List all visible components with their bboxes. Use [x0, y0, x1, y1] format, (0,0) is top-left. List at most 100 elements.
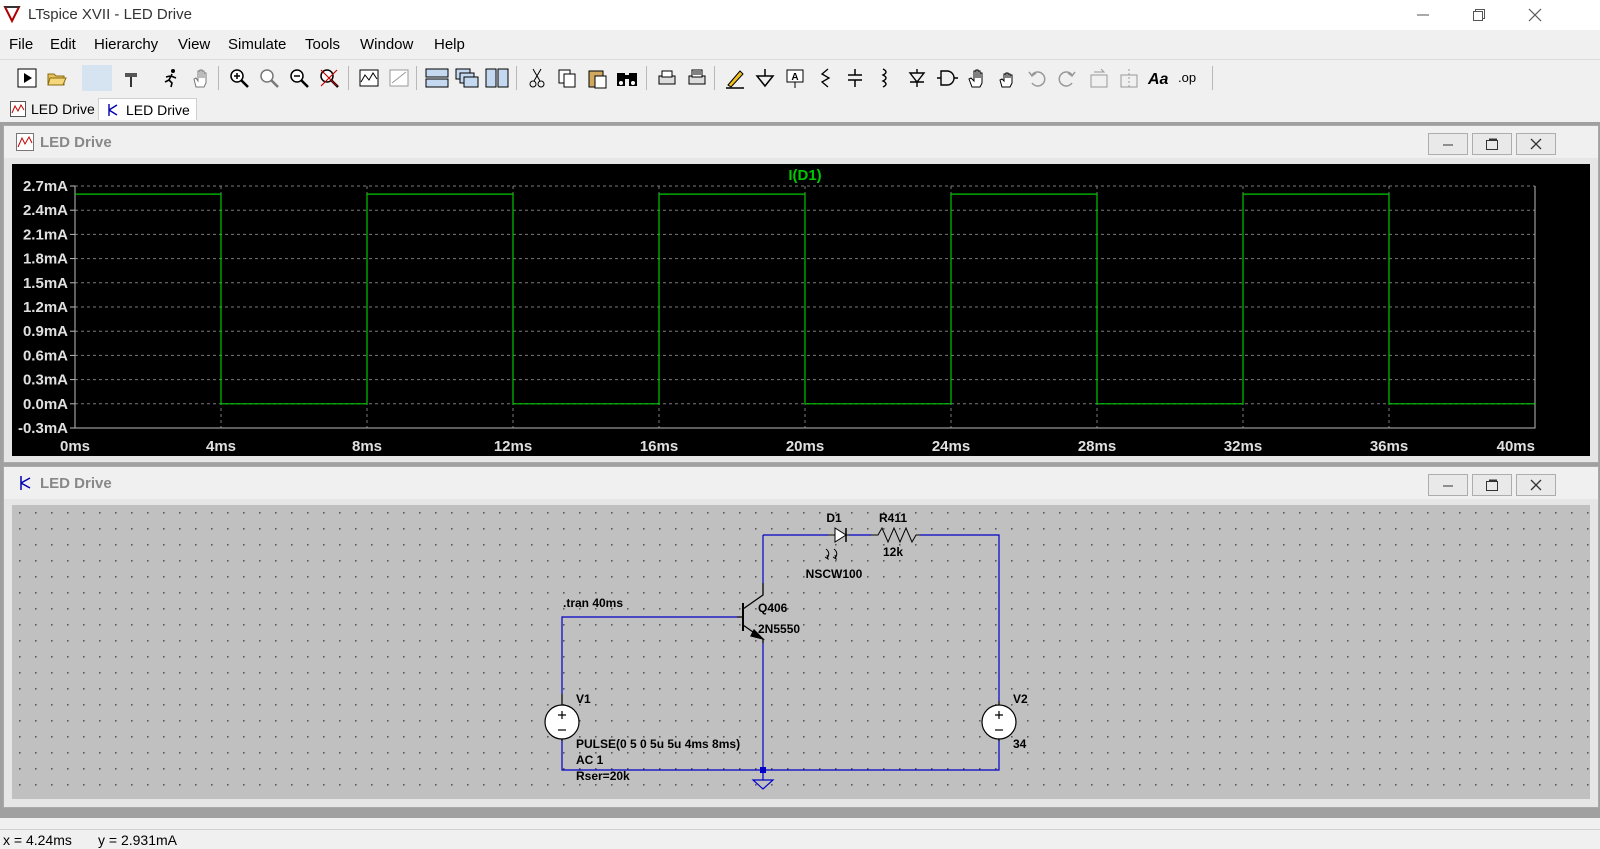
- undo-button[interactable]: [1024, 65, 1050, 91]
- y-tick-label[interactable]: 0.9mA: [23, 323, 68, 340]
- resistor-r411[interactable]: [871, 526, 920, 544]
- halt-button[interactable]: [188, 65, 214, 91]
- x-tick-label[interactable]: 16ms: [640, 438, 678, 455]
- voltage-source-v1[interactable]: [544, 694, 580, 741]
- menu-edit[interactable]: Edit: [50, 36, 76, 53]
- ground-symbol[interactable]: [751, 779, 775, 790]
- y-tick-label[interactable]: 2.7mA: [23, 178, 68, 195]
- find-button[interactable]: [614, 65, 640, 91]
- x-tick-label[interactable]: 12ms: [494, 438, 532, 455]
- y-tick-label[interactable]: 0.6mA: [23, 347, 68, 364]
- draw-wire-button[interactable]: [722, 65, 748, 91]
- svg-text:Aa: Aa: [1147, 71, 1169, 88]
- tile-vertical-button[interactable]: [484, 65, 510, 91]
- voltage-source-v2[interactable]: [981, 701, 1017, 741]
- close-window-button[interactable]: [1512, 0, 1558, 30]
- x-tick-label[interactable]: 8ms: [352, 438, 382, 455]
- zoom-out-button[interactable]: [286, 65, 312, 91]
- waveform-maximize-button[interactable]: [1472, 133, 1512, 155]
- menu-view[interactable]: View: [178, 36, 211, 53]
- waveform-close-button[interactable]: [1516, 133, 1556, 155]
- tran-directive[interactable]: .tran 40ms: [563, 596, 623, 610]
- y-tick-label[interactable]: -0.3mA: [18, 420, 68, 437]
- waveform-plot[interactable]: 2.7mA 2.4mA 2.1mA 1.8mA 1.5mA 1.2mA 0.9mA 0.6mA…: [12, 164, 1590, 456]
- y-tick-label[interactable]: 2.4mA: [23, 202, 68, 219]
- mirror-button[interactable]: [1116, 65, 1142, 91]
- inductor-button[interactable]: [872, 65, 898, 91]
- x-tick-label[interactable]: 20ms: [786, 438, 824, 455]
- menu-window[interactable]: Window: [360, 36, 414, 53]
- schematic-window-titlebar[interactable]: LED Drive: [4, 467, 1598, 499]
- schematic-minimize-button[interactable]: [1428, 474, 1468, 496]
- new-schematic-button[interactable]: [14, 65, 40, 91]
- diode-button[interactable]: [904, 65, 930, 91]
- redo-button[interactable]: [1054, 65, 1080, 91]
- label-net-button[interactable]: A: [782, 65, 808, 91]
- capacitor-button[interactable]: [842, 65, 868, 91]
- resistor-button[interactable]: [812, 65, 838, 91]
- menu-simulate[interactable]: Simulate: [228, 36, 287, 53]
- zoom-in-icon: [230, 69, 249, 88]
- diode-d1[interactable]: [824, 527, 849, 561]
- schematic-maximize-button[interactable]: [1472, 474, 1512, 496]
- y-tick-label[interactable]: 1.2mA: [23, 299, 68, 316]
- blank-toolbar-button[interactable]: [82, 65, 112, 91]
- pan-button[interactable]: [256, 65, 282, 91]
- schematic-canvas[interactable]: D1 NSCW100 R411 12k Q406 2N5550 .tran 40…: [12, 505, 1590, 799]
- x-tick-label[interactable]: 28ms: [1078, 438, 1116, 455]
- autorange-button[interactable]: [356, 65, 382, 91]
- menu-tools[interactable]: Tools: [305, 36, 341, 53]
- delete-plot-button[interactable]: [386, 65, 412, 91]
- waveform-tab-icon: [10, 100, 26, 117]
- print-preview-button[interactable]: [684, 65, 710, 91]
- diode-icon: [908, 69, 926, 87]
- d1-name: D1: [826, 511, 842, 525]
- menu-bar: File Edit Hierarchy View Simulate Tools …: [0, 31, 1600, 57]
- copy-button[interactable]: [554, 65, 580, 91]
- spice-directive-button[interactable]: .op: [1176, 65, 1202, 91]
- menu-help[interactable]: Help: [434, 36, 465, 53]
- y-tick-label[interactable]: 0.3mA: [23, 372, 68, 389]
- status-bar: x = 4.24ms y = 2.931mA: [0, 829, 1600, 849]
- open-button[interactable]: [44, 65, 70, 91]
- x-tick-label[interactable]: 32ms: [1224, 438, 1262, 455]
- waveform-minimize-button[interactable]: [1428, 133, 1468, 155]
- menu-hierarchy[interactable]: Hierarchy: [94, 36, 159, 53]
- menu-file[interactable]: File: [9, 36, 34, 53]
- waveform-window-titlebar[interactable]: LED Drive: [4, 126, 1598, 158]
- x-tick-label[interactable]: 0ms: [60, 438, 90, 455]
- y-tick-label[interactable]: 2.1mA: [23, 226, 68, 243]
- tile-horizontal-button[interactable]: [424, 65, 450, 91]
- component-button[interactable]: [934, 65, 960, 91]
- cascade-button[interactable]: [454, 65, 480, 91]
- zoom-in-button[interactable]: [226, 65, 252, 91]
- ground-button[interactable]: [752, 65, 778, 91]
- paste-button[interactable]: [584, 65, 610, 91]
- y-tick-label[interactable]: 0.0mA: [23, 396, 68, 413]
- y-tick-label[interactable]: 1.8mA: [23, 251, 68, 268]
- print-button[interactable]: [654, 65, 680, 91]
- y-tick-label[interactable]: 1.5mA: [23, 275, 68, 292]
- schematic-close-button[interactable]: [1516, 474, 1556, 496]
- zoom-fit-button[interactable]: [316, 65, 342, 91]
- control-panel-button[interactable]: [120, 65, 146, 91]
- rotate-button[interactable]: [1086, 65, 1112, 91]
- trace-label[interactable]: I(D1): [788, 167, 821, 184]
- waveform-window-icon: [16, 133, 34, 151]
- wires: [561, 534, 1000, 780]
- run-button[interactable]: [158, 65, 184, 91]
- cut-button[interactable]: [524, 65, 550, 91]
- drag-button[interactable]: [994, 65, 1020, 91]
- move-button[interactable]: [964, 65, 990, 91]
- x-tick-label[interactable]: 36ms: [1370, 438, 1408, 455]
- restore-button[interactable]: [1456, 0, 1502, 30]
- tab-waveform[interactable]: LED Drive: [4, 98, 101, 119]
- x-tick-label[interactable]: 24ms: [932, 438, 970, 455]
- x-tick-label[interactable]: 4ms: [206, 438, 236, 455]
- text-button[interactable]: Aa: [1146, 65, 1172, 91]
- trace-i-d1[interactable]: [75, 193, 1535, 405]
- tab-schematic[interactable]: LED Drive: [98, 98, 197, 120]
- minimize-button[interactable]: [1400, 0, 1446, 30]
- x-tick-label[interactable]: 40ms: [1497, 438, 1535, 455]
- transistor-q406[interactable]: [737, 583, 766, 643]
